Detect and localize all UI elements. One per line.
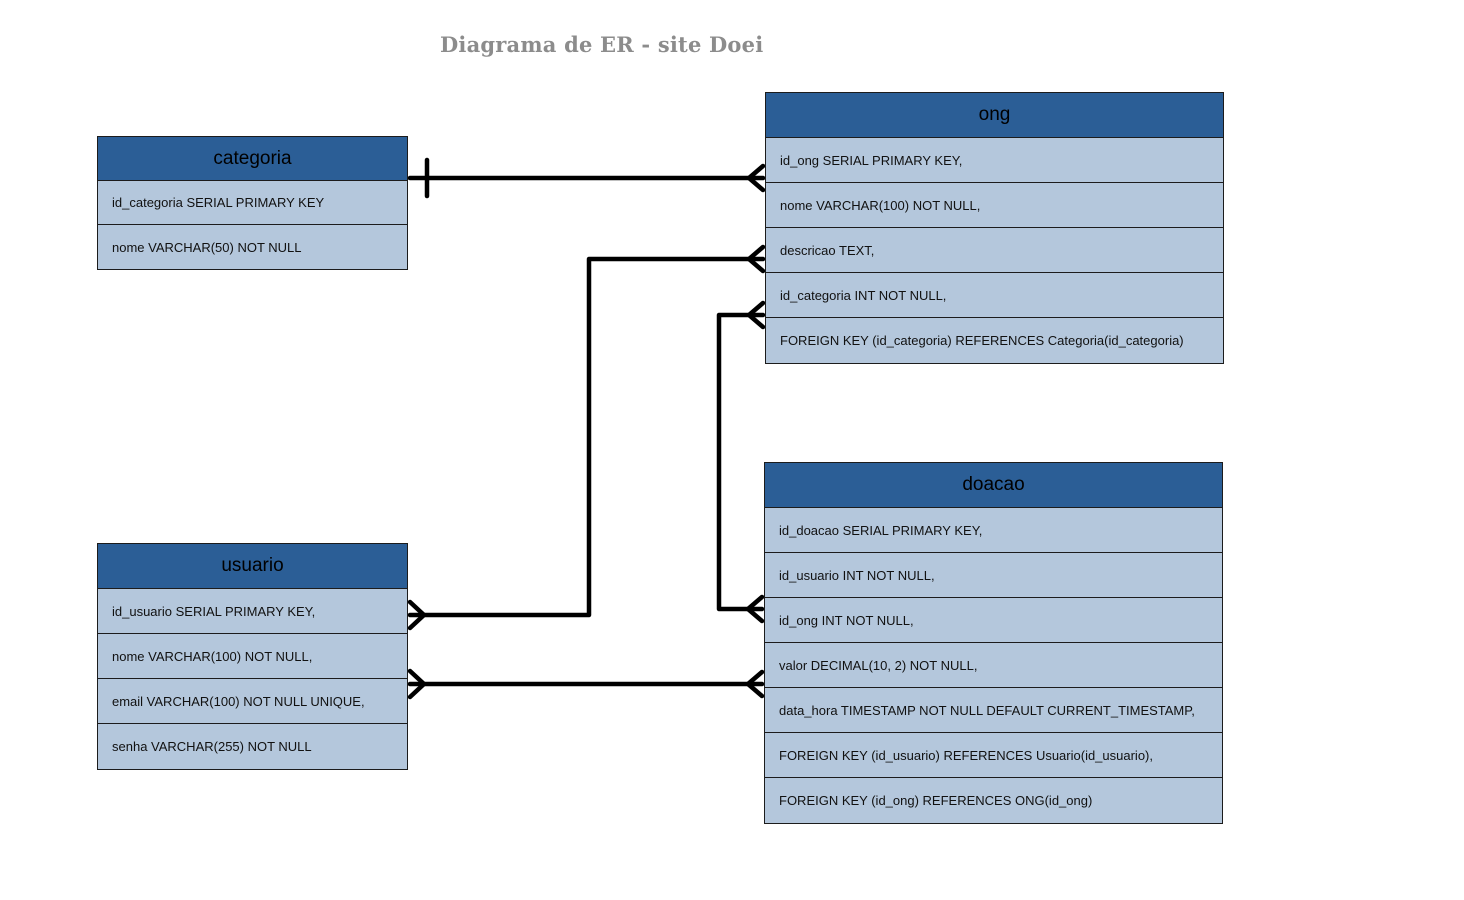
entity-field: id_ong INT NOT NULL, — [765, 598, 1222, 643]
crows-foot-ong-descricao — [746, 244, 766, 274]
crows-foot-usuario — [407, 599, 427, 631]
relationship-ong-doacao — [716, 300, 766, 624]
entity-categoria[interactable]: categoria id_categoria SERIAL PRIMARY KE… — [97, 136, 408, 270]
entity-doacao[interactable]: doacao id_doacao SERIAL PRIMARY KEY, id_… — [764, 462, 1223, 824]
entity-ong[interactable]: ong id_ong SERIAL PRIMARY KEY, nome VARC… — [765, 92, 1224, 364]
crows-foot-ong — [746, 163, 766, 193]
entity-field: nome VARCHAR(50) NOT NULL — [112, 239, 302, 255]
relationship-categoria-ong — [407, 157, 766, 199]
entity-field: FOREIGN KEY (id_ong) REFERENCES ONG(id_o… — [779, 793, 1093, 808]
entity-header[interactable]: doacao — [765, 463, 1222, 508]
crows-foot-usuario-email — [407, 668, 427, 700]
entity-field: id_usuario INT NOT NULL, — [765, 553, 1222, 598]
entity-field: id_usuario SERIAL PRIMARY KEY, — [98, 589, 407, 634]
entity-field: nome VARCHAR(100) NOT NULL, — [98, 634, 407, 679]
crows-foot-ong-id-categoria — [746, 300, 766, 330]
entity-field: id_ong SERIAL PRIMARY KEY, — [766, 138, 1223, 183]
entity-field: FOREIGN KEY (id_categoria) REFERENCES Ca… — [780, 333, 1184, 348]
entity-field: nome VARCHAR(100) NOT NULL, — [766, 183, 1223, 228]
entity-field: descricao TEXT, — [766, 228, 1223, 273]
crows-foot-doacao-valor — [745, 669, 765, 699]
entity-header[interactable]: categoria — [98, 137, 407, 181]
entity-header[interactable]: usuario — [98, 544, 407, 589]
entity-field: valor DECIMAL(10, 2) NOT NULL, — [765, 643, 1222, 688]
diagram-title: Diagrama de ER - site Doei — [440, 32, 764, 57]
entity-header[interactable]: ong — [766, 93, 1223, 138]
entity-field: id_categoria SERIAL PRIMARY KEY — [98, 181, 407, 225]
entity-field: senha VARCHAR(255) NOT NULL — [112, 739, 312, 754]
entity-field: data_hora TIMESTAMP NOT NULL DEFAULT CUR… — [765, 688, 1222, 733]
entity-field: email VARCHAR(100) NOT NULL UNIQUE, — [98, 679, 407, 724]
relationship-usuario-ong — [407, 244, 766, 631]
crows-foot-doacao-id-ong — [745, 594, 765, 624]
entity-field: id_doacao SERIAL PRIMARY KEY, — [765, 508, 1222, 553]
entity-usuario[interactable]: usuario id_usuario SERIAL PRIMARY KEY, n… — [97, 543, 408, 770]
entity-field: FOREIGN KEY (id_usuario) REFERENCES Usua… — [765, 733, 1222, 778]
relationship-usuario-doacao — [407, 668, 765, 700]
entity-field: id_categoria INT NOT NULL, — [766, 273, 1223, 318]
